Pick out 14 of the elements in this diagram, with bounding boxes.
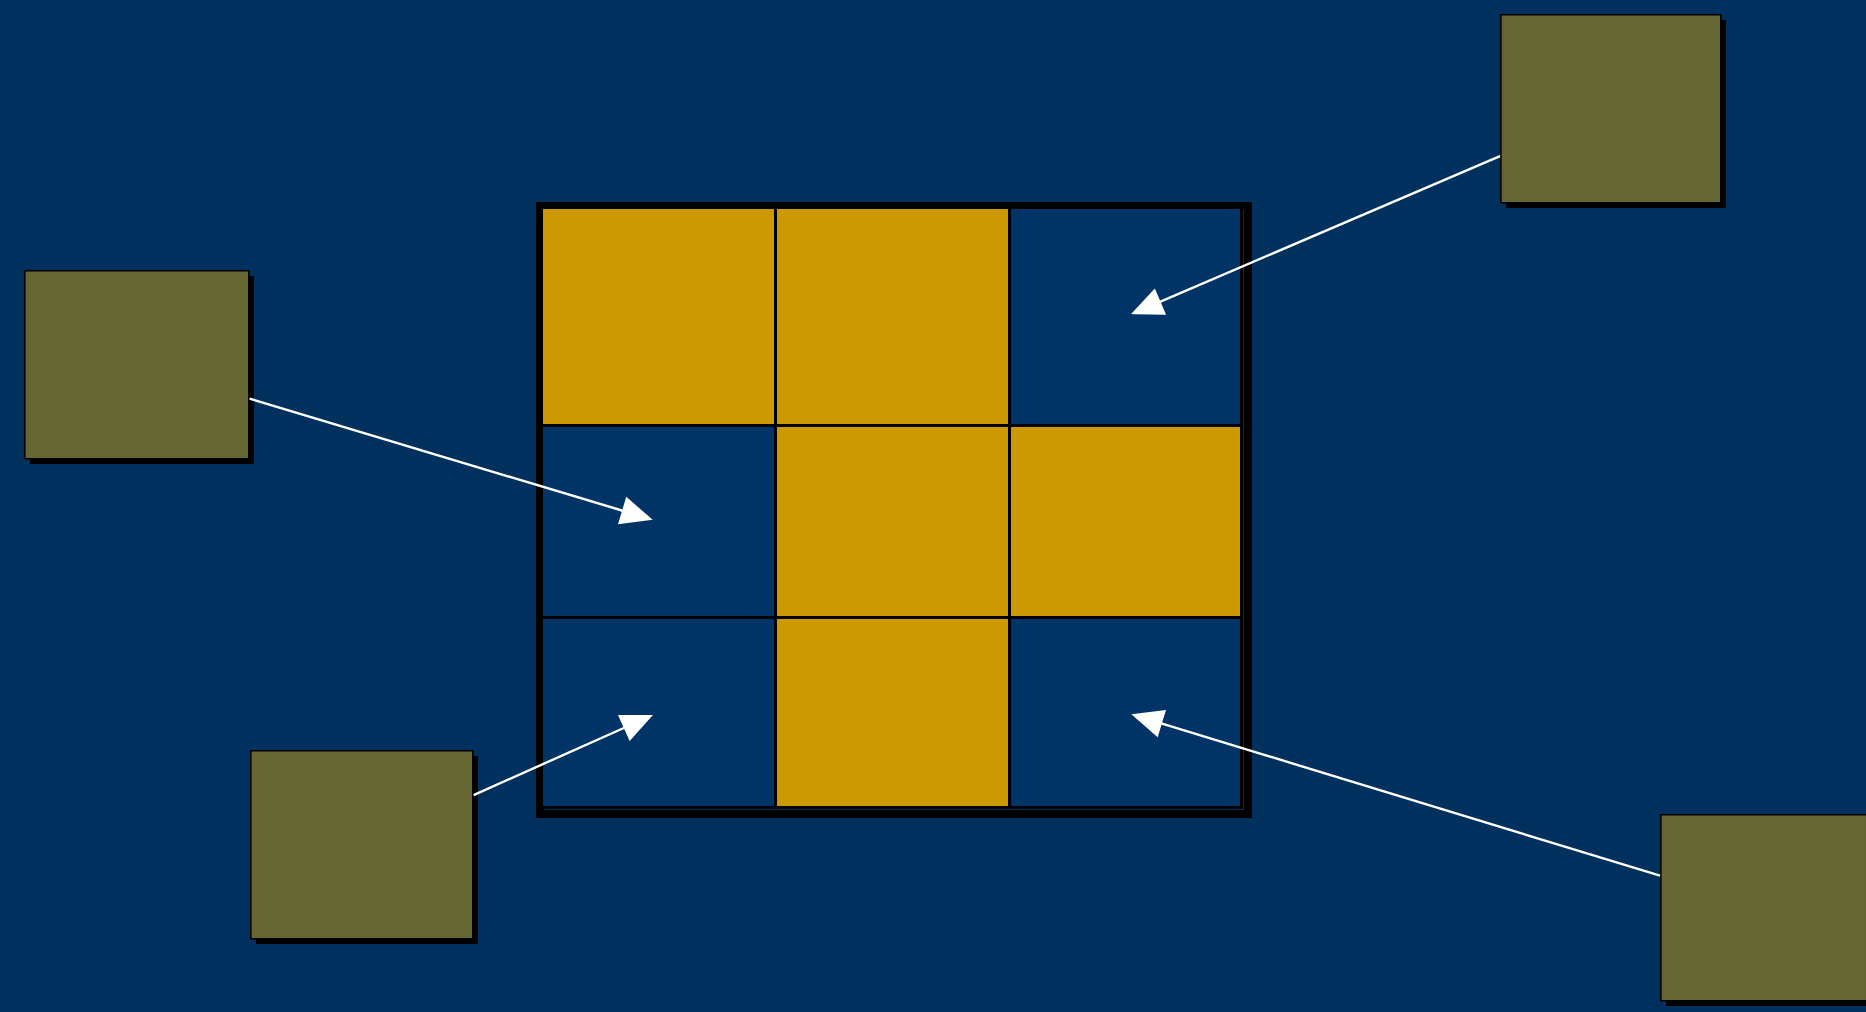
grid-cell bbox=[774, 424, 1011, 619]
grid-cell bbox=[540, 206, 777, 427]
grid-cell bbox=[774, 616, 1011, 809]
grid-cell bbox=[1008, 206, 1243, 427]
grid-frame bbox=[536, 202, 1252, 818]
square-box bbox=[24, 270, 254, 464]
grid-cell bbox=[1008, 424, 1243, 619]
square-box bbox=[1500, 14, 1726, 208]
grid-cell bbox=[540, 616, 777, 809]
grid-cell bbox=[540, 424, 777, 619]
square-box bbox=[1660, 814, 1866, 1006]
grid-cell bbox=[1008, 616, 1243, 809]
square-box bbox=[250, 750, 478, 944]
grid-cell bbox=[774, 206, 1011, 427]
